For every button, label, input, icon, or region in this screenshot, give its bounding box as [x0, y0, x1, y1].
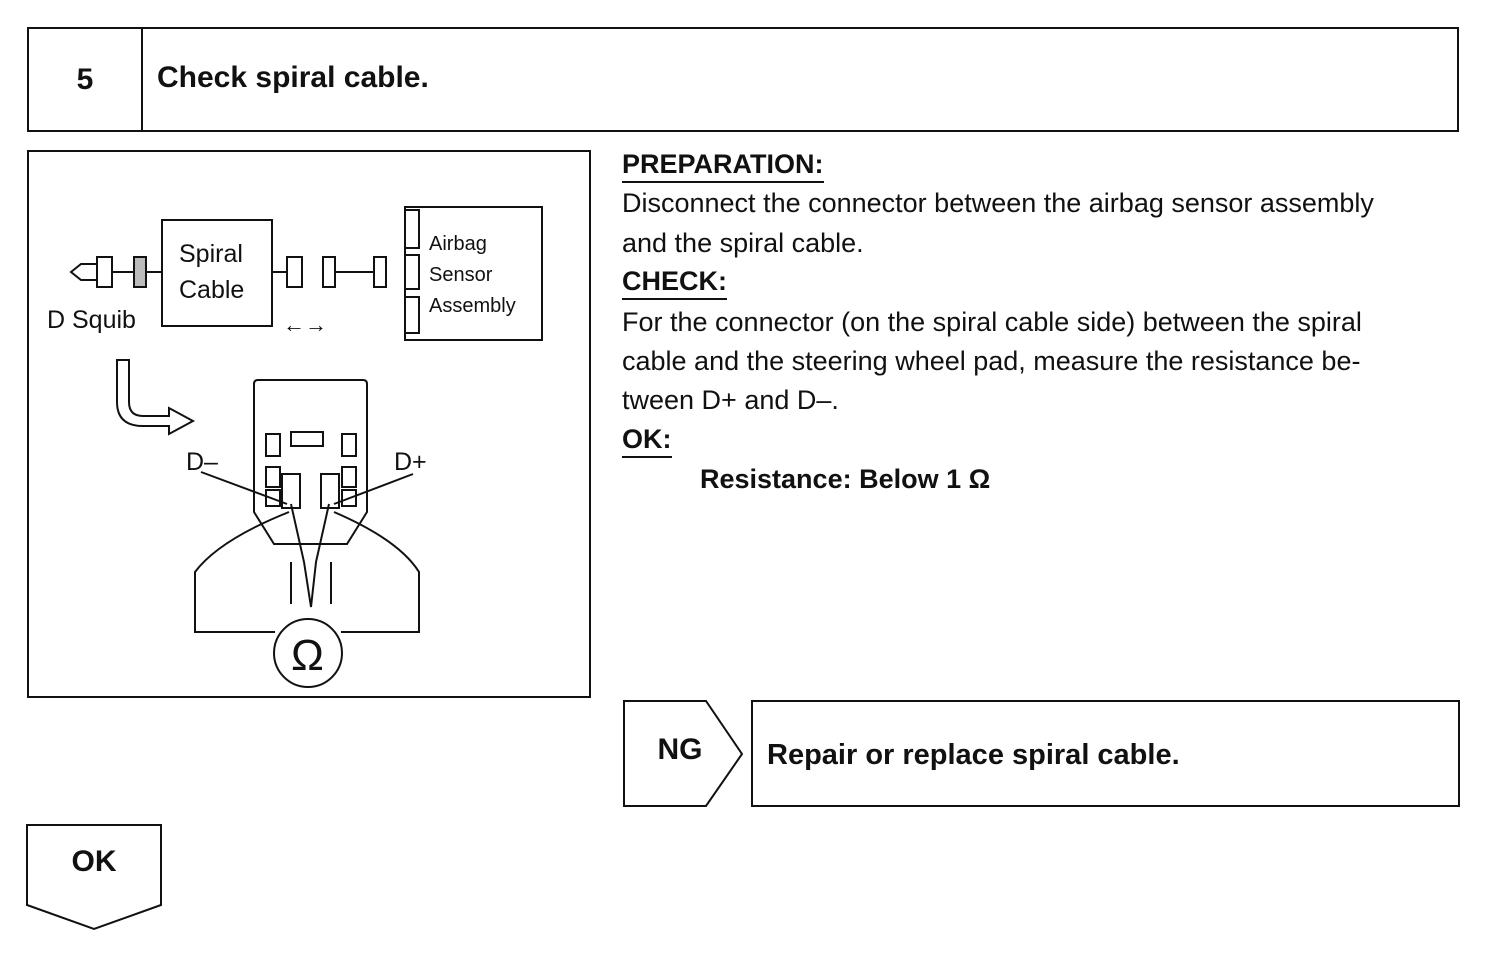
resistance-spec: Resistance: Below 1 Ω: [700, 464, 991, 494]
d-plus-label: D+: [394, 448, 427, 476]
ok-arrow-icon: [26, 824, 162, 931]
ok-label: OK: [71, 845, 117, 878]
ng-label: NG: [657, 733, 703, 766]
spiral-cable-label-line2: Cable: [179, 276, 244, 304]
spiral-cable-box: [161, 219, 273, 327]
meter-lead-left: [194, 511, 290, 633]
ohmmeter-icon: [273, 618, 343, 688]
ok-criteria-label: OK:: [622, 424, 672, 458]
preparation-line-2: and the spiral cable.: [622, 228, 864, 258]
preparation-line-1: Disconnect the connector between the air…: [622, 188, 1374, 218]
d-minus-label: D–: [186, 448, 218, 476]
d-plus-terminal: [320, 473, 340, 509]
ng-action-box: Repair or replace spiral cable.: [751, 700, 1460, 807]
airbag-label-line3: Assembly: [429, 295, 516, 317]
airbag-label-line2: Sensor: [429, 264, 493, 286]
diagram-drawing: Spiral Cable D Squib Airbag Sensor Assem…: [47, 206, 543, 688]
d-squib-connector-icon: [96, 256, 113, 288]
preparation-label: PREPARATION:: [622, 149, 824, 183]
check-line-1: For the connector (on the spiral cable s…: [622, 307, 1362, 337]
step-title: Check spiral cable.: [157, 61, 429, 94]
ohm-symbol: Ω: [291, 631, 324, 680]
check-line-2: cable and the steering wheel pad, measur…: [622, 346, 1361, 376]
meter-lead-right: [333, 511, 420, 633]
spiral-cable-diagram: Spiral Cable D Squib Airbag Sensor Assem…: [27, 150, 591, 698]
step-header: 5 Check spiral cable.: [27, 27, 1459, 132]
sensor-connector-icon: [322, 256, 336, 288]
check-label: CHECK:: [622, 266, 727, 300]
ng-action-text: Repair or replace spiral cable.: [767, 739, 1180, 771]
disconnect-arrows-label: ←→: [283, 312, 327, 337]
d-squib-plug-icon: [69, 263, 98, 281]
spiral-cable-out-connector-icon: [286, 256, 303, 288]
step-number: 5: [29, 29, 143, 130]
airbag-label-line1: Airbag: [429, 233, 487, 255]
spiral-cable-connector-icon: [133, 256, 147, 288]
d-squib-label: D Squib: [47, 306, 136, 334]
ng-arrow-icon: [623, 700, 744, 807]
connector-face: [253, 379, 368, 545]
curved-arrow-icon: [116, 359, 196, 436]
check-line-3: tween D+ and D–.: [622, 385, 839, 415]
spiral-cable-label-line1: Spiral: [179, 240, 243, 268]
